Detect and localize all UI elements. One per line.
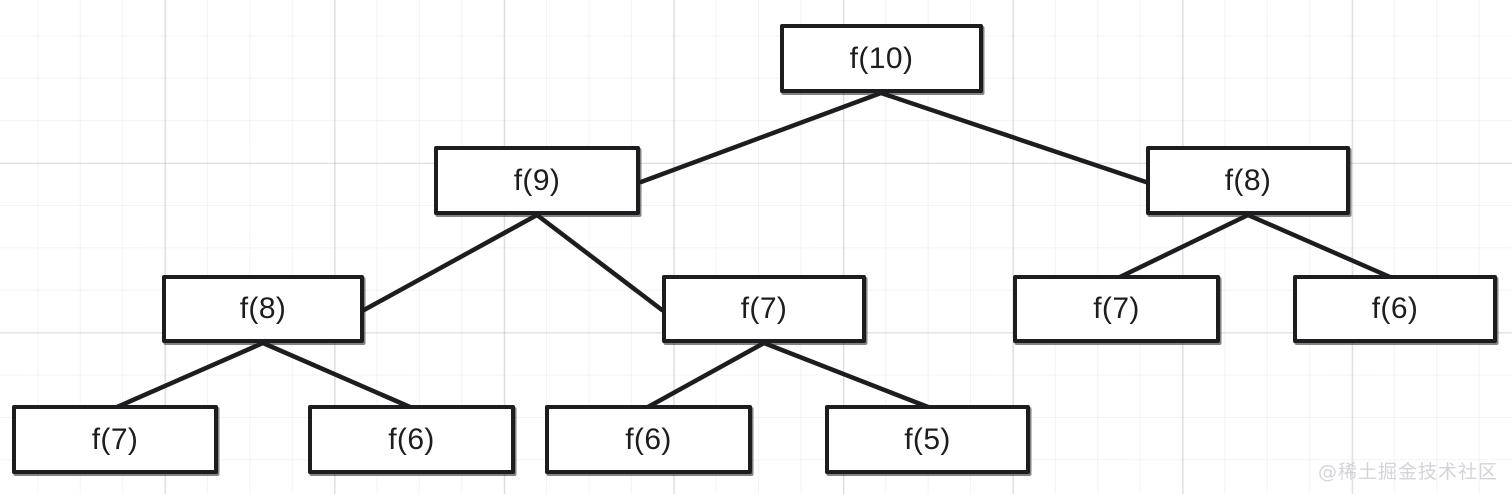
tree-node[interactable]: f(10) — [780, 24, 983, 93]
tree-edge — [645, 340, 767, 410]
tree-node[interactable]: f(6) — [545, 405, 752, 474]
watermark-text: @稀土掘金技术社区 — [1317, 461, 1498, 483]
tree-node-label: f(6) — [625, 422, 672, 456]
tree-node[interactable]: f(6) — [1293, 275, 1497, 343]
edge-group — [114, 90, 1393, 410]
tree-edge — [534, 212, 665, 313]
tree-node-label: f(8) — [1224, 163, 1272, 197]
tree-node[interactable]: f(5) — [825, 405, 1030, 474]
tree-edge — [114, 340, 266, 410]
tree-edge — [878, 90, 1149, 185]
tree-edge — [638, 90, 884, 185]
tree-node-label: f(6) — [388, 422, 435, 456]
tree-node[interactable]: f(7) — [1013, 275, 1220, 343]
tree-node[interactable]: f(6) — [308, 405, 515, 474]
tree-node[interactable]: f(9) — [434, 146, 640, 215]
tree-edge — [761, 340, 931, 410]
tree-edge — [1245, 212, 1393, 280]
tree-edge — [361, 212, 540, 313]
tree-node[interactable]: f(7) — [662, 275, 866, 343]
tree-node-label: f(7) — [91, 422, 139, 456]
tree-node-label: f(6) — [1371, 292, 1419, 325]
tree-node-label: f(10) — [849, 41, 914, 75]
tree-node[interactable]: f(8) — [1146, 146, 1350, 215]
tree-edge — [1117, 212, 1251, 280]
tree-node-label: f(8) — [239, 292, 287, 325]
tree-node[interactable]: f(8) — [162, 275, 364, 343]
tree-node-label: f(5) — [904, 422, 951, 456]
tree-node-label: f(7) — [1093, 292, 1140, 325]
tree-node[interactable]: f(7) — [12, 405, 218, 474]
tree-edge — [260, 340, 413, 410]
tree-node-label: f(9) — [513, 163, 561, 197]
tree-node-label: f(7) — [740, 292, 788, 325]
